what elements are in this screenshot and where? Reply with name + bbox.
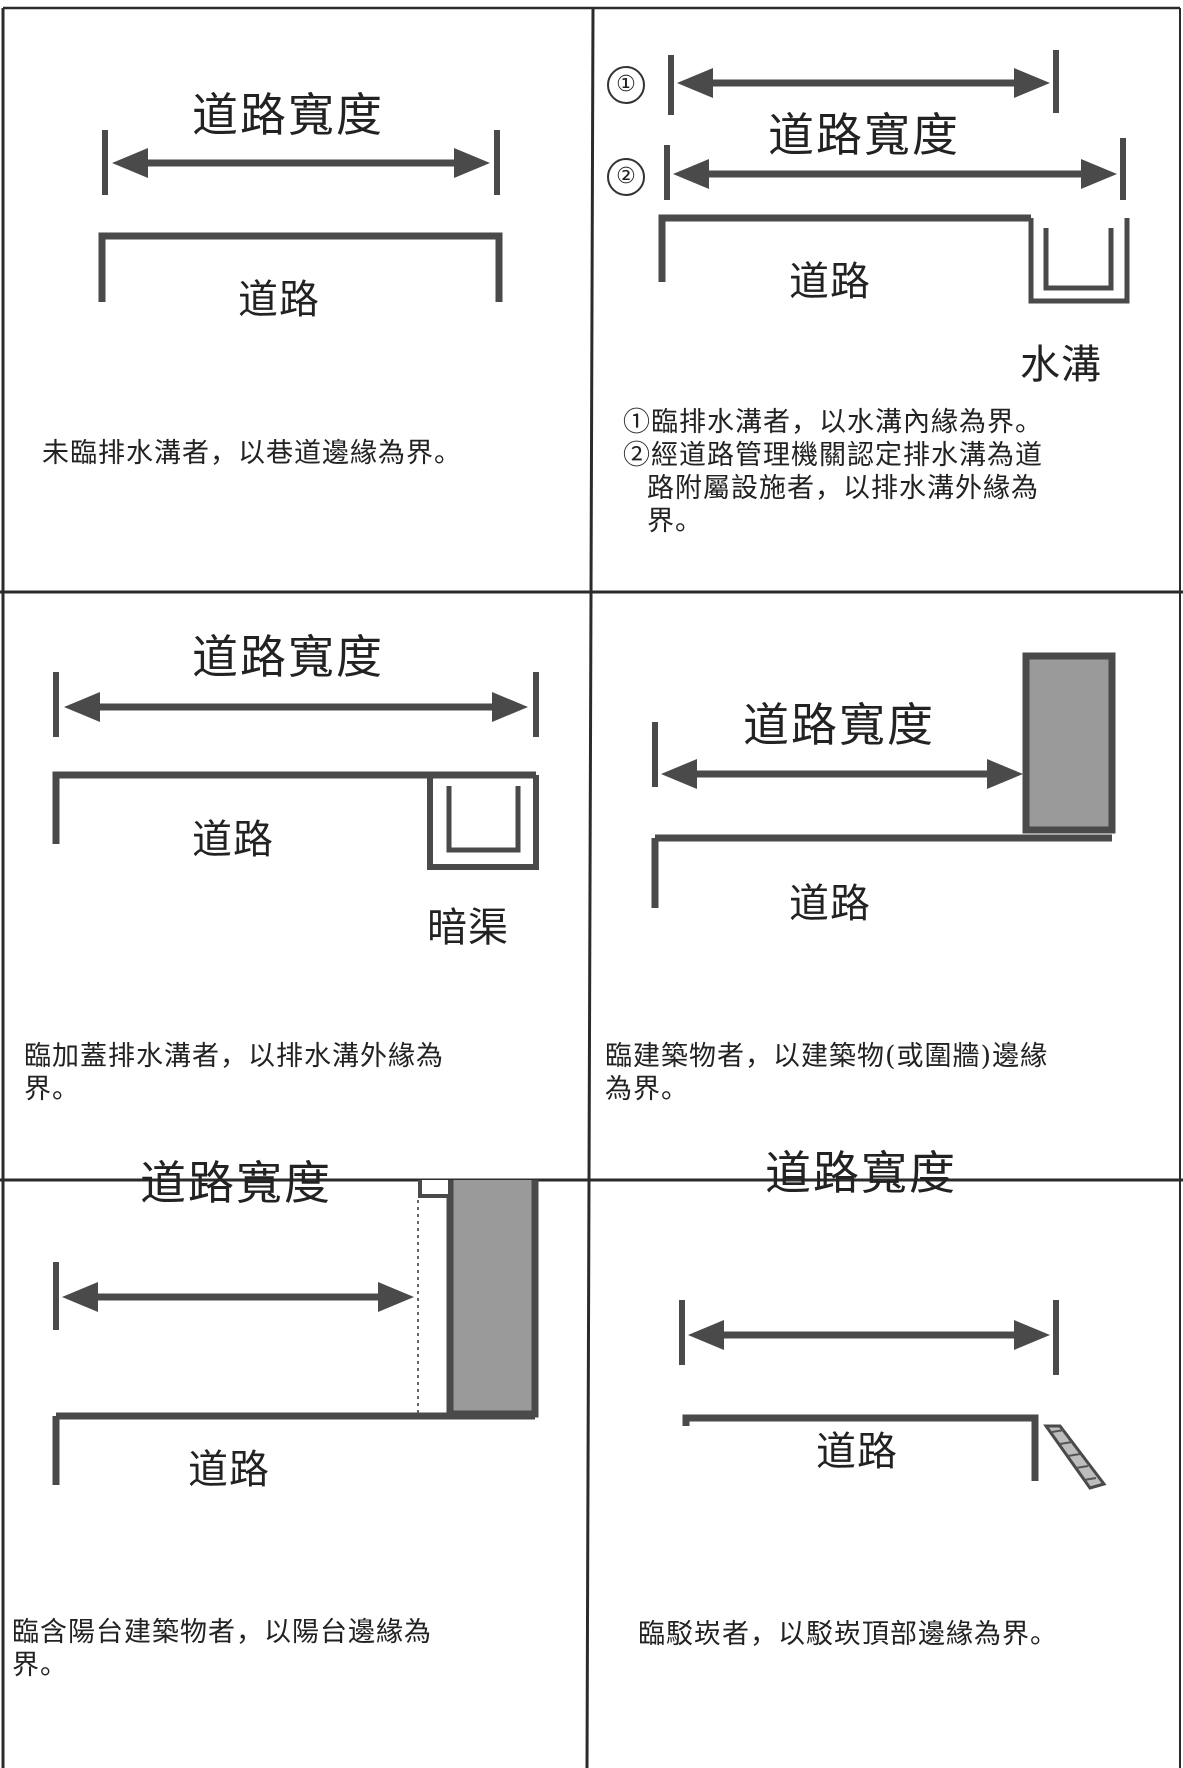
caption-no-drain: 未臨排水溝者，以巷道邊緣為界。 xyxy=(42,437,462,470)
panel-building: 道路寬度 道路 臨建築物者，以建築物(或圍牆)邊緣 為界。 xyxy=(593,592,1183,1180)
panel-balcony-building-drawing xyxy=(52,1180,539,1485)
caption-line: 界。 xyxy=(24,1074,80,1105)
road-label: 道路 xyxy=(192,817,274,863)
panel-no-drain-drawing xyxy=(98,130,503,302)
road-label: 道路 xyxy=(789,881,871,927)
covered-drain-label: 暗渠 xyxy=(427,905,509,951)
marker-2-icon: ② xyxy=(607,158,645,196)
caption-balcony-building: 臨含陽台建築物者，以陽台邊緣為 界。 xyxy=(12,1616,432,1682)
panel-embankment: 道路寬度 道路 臨駁崁者，以駁崁頂部邊緣為界。 xyxy=(590,1150,1183,1768)
road-width-label: 道路寬度 xyxy=(743,698,935,752)
caption-embankment: 臨駁崁者，以駁崁頂部邊緣為界。 xyxy=(638,1618,1058,1651)
road-width-label: 道路寬度 xyxy=(192,630,384,684)
drain-label: 水溝 xyxy=(1020,342,1102,388)
caption-building: 臨建築物者，以建築物(或圍牆)邊緣 為界。 xyxy=(605,1040,1048,1106)
caption-line: ②經道路管理機關認定排水溝為道 xyxy=(623,440,1043,471)
panel-building-drawing xyxy=(651,652,1116,908)
road-label: 道路 xyxy=(238,277,320,323)
caption-open-drain: ①臨排水溝者，以水溝內緣為界。 ②經道路管理機關認定排水溝為道 路附屬設施者，以… xyxy=(623,406,1043,538)
road-width-label: 道路寬度 xyxy=(140,1156,332,1210)
road-label: 道路 xyxy=(816,1429,898,1475)
road-width-label: 道路寬度 xyxy=(765,1146,957,1200)
caption-covered-drain: 臨加蓋排水溝者，以排水溝外緣為 界。 xyxy=(24,1040,444,1106)
panel-embankment-drawing xyxy=(679,1300,1107,1490)
panel-open-drain: ① ② 道路寬度 道路 水溝 ①臨排水溝者，以水溝內緣為界。 ②經道路管理機關認… xyxy=(593,0,1183,592)
caption-line: 界。 xyxy=(647,506,703,537)
panel-covered-drain: 道路寬度 道路 暗渠 臨加蓋排水溝者，以排水溝外緣為 界。 xyxy=(0,592,593,1180)
road-label: 道路 xyxy=(188,1447,270,1493)
panel-no-drain: 道路寬度 道路 未臨排水溝者，以巷道邊緣為界。 xyxy=(0,0,593,592)
caption-line: 路附屬設施者，以排水溝外緣為 xyxy=(647,473,1039,504)
marker-1-icon: ① xyxy=(607,66,645,104)
caption-line: 臨建築物者，以建築物(或圍牆)邊緣 xyxy=(605,1041,1049,1072)
caption-line: 界。 xyxy=(12,1650,68,1681)
panel-covered-drain-drawing xyxy=(52,672,539,870)
panel-open-drain-drawing xyxy=(658,50,1130,304)
caption-line: 為界。 xyxy=(605,1074,689,1105)
caption-line: 臨加蓋排水溝者，以排水溝外緣為 xyxy=(24,1041,444,1072)
caption-line: 臨含陽台建築物者，以陽台邊緣為 xyxy=(12,1617,432,1648)
road-width-label: 道路寬度 xyxy=(192,88,384,142)
caption-line: 未臨排水溝者，以巷道邊緣為界。 xyxy=(42,438,462,469)
road-label: 道路 xyxy=(789,259,871,305)
road-width-label: 道路寬度 xyxy=(768,108,960,162)
panel-balcony-building: 道路寬度 道路 臨含陽台建築物者，以陽台邊緣為 界。 xyxy=(0,1160,590,1768)
caption-line: 臨駁崁者，以駁崁頂部邊緣為界。 xyxy=(638,1619,1058,1650)
caption-line: ①臨排水溝者，以水溝內緣為界。 xyxy=(623,407,1043,438)
